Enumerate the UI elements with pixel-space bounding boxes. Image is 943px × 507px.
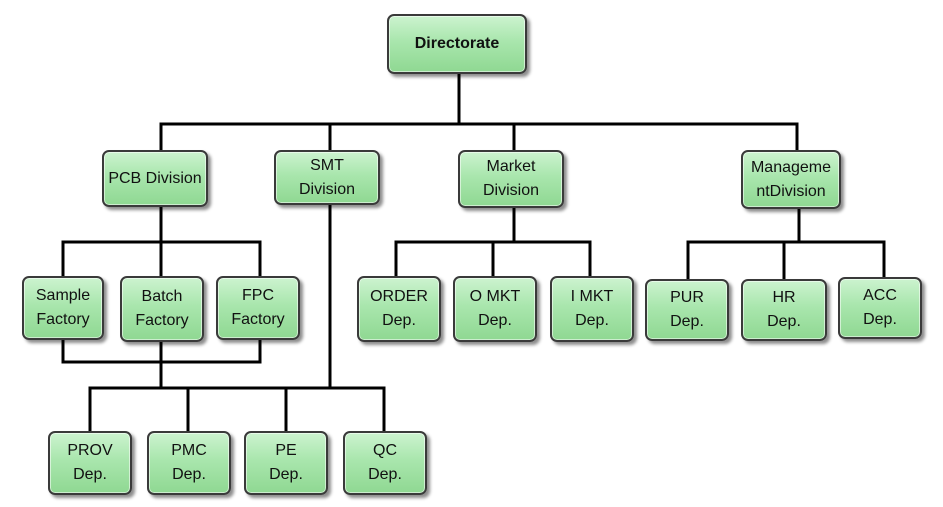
node-label: Batch: [141, 288, 183, 305]
node-label: Dep.: [767, 313, 801, 330]
node-pur-dep: PUR Dep.: [645, 279, 729, 341]
node-directorate: Directorate: [387, 14, 527, 74]
node-batch-factory: Batch Factory: [120, 276, 204, 342]
node-sample-factory: Sample Factory: [22, 276, 104, 340]
node-label: Directorate: [414, 35, 500, 52]
node-market-division: Market Division: [458, 150, 564, 208]
node-label: Manageme: [750, 158, 832, 176]
node-label: ntDivision: [756, 182, 826, 200]
node-label: ORDER: [370, 288, 428, 305]
node-label: Factory: [36, 311, 90, 328]
node-label: Dep.: [670, 313, 704, 330]
node-o-mkt-dep: O MKT Dep.: [453, 276, 537, 342]
node-acc-dep: ACC Dep.: [838, 277, 922, 339]
node-hr-dep: HR Dep.: [741, 279, 827, 341]
node-pmc-dep: PMC Dep.: [147, 431, 231, 495]
node-label: PE: [275, 442, 297, 459]
node-label: Division: [298, 180, 355, 198]
node-label: Sample: [35, 287, 91, 304]
node-label: Dep.: [172, 466, 206, 483]
node-management-division: Manageme ntDivision: [741, 150, 841, 209]
node-label: SMT: [310, 156, 344, 174]
node-order-dep: ORDER Dep.: [357, 276, 441, 342]
node-label: ACC: [863, 287, 897, 304]
node-smt-division: SMT Division: [274, 150, 380, 205]
node-label: Dep.: [863, 311, 897, 328]
node-label: FPC: [242, 287, 274, 304]
node-label: Dep.: [382, 312, 416, 329]
node-label: Factory: [135, 312, 189, 329]
node-label: Dep.: [73, 466, 107, 483]
node-label: O MKT: [469, 288, 521, 305]
node-label: HR: [772, 289, 796, 306]
node-label: Dep.: [478, 312, 512, 329]
node-label: Market: [486, 158, 536, 175]
node-label: Dep.: [269, 466, 303, 483]
node-fpc-factory: FPC Factory: [216, 276, 300, 340]
node-label: QC: [373, 442, 397, 459]
node-label: PROV: [67, 442, 113, 459]
node-prov-dep: PROV Dep.: [48, 431, 132, 495]
node-label: PCB Division: [108, 169, 202, 187]
node-label: Division: [482, 182, 539, 199]
node-label: PUR: [670, 289, 704, 306]
node-label: Dep.: [368, 466, 402, 483]
node-label: PMC: [171, 442, 207, 459]
node-pcb-division: PCB Division: [102, 150, 208, 207]
node-label: I MKT: [570, 288, 614, 305]
node-label: Dep.: [575, 312, 609, 329]
node-pe-dep: PE Dep.: [244, 431, 328, 495]
node-i-mkt-dep: I MKT Dep.: [550, 276, 634, 342]
node-label: Factory: [231, 311, 285, 328]
node-qc-dep: QC Dep.: [343, 431, 427, 495]
